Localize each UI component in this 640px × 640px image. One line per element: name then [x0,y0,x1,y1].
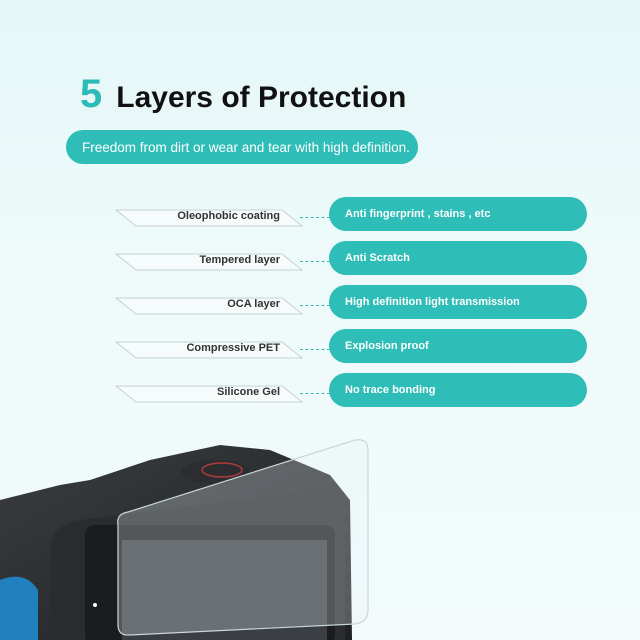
connector-line [300,393,330,394]
glass-layer-icon [114,341,304,359]
layer-row-oca: OCA layer [114,294,314,320]
layer-label: Oleophobic coating [177,210,280,222]
feature-text: Anti Scratch [345,252,410,264]
connector-line [300,349,330,350]
layer-label: Silicone Gel [217,386,280,398]
glass-layer-icon [114,297,304,315]
subtitle-text: Freedom from dirt or wear and tear with … [82,139,410,155]
feature-pill: Anti fingerprint , stains , etc [329,197,587,231]
glass-layer-icon [114,385,304,403]
layer-row-oleophobic: Oleophobic coating [114,206,314,232]
layer-label: Compressive PET [186,342,280,354]
layer-row-pet: Compressive PET [114,338,314,364]
layer-label: Tempered layer [199,254,280,266]
title-text: Layers of Protection [116,81,407,114]
action-camera-illustration [0,439,369,640]
connector-line [300,217,330,218]
feature-text: Anti fingerprint , stains , etc [345,208,491,220]
layer-count: 5 [80,72,103,116]
glass-layer-icon [114,253,304,271]
feature-pill: Anti Scratch [329,241,587,275]
feature-text: Explosion proof [345,340,429,352]
feature-pill: High definition light transmission [329,285,587,319]
page-title: 5 Layers of Protection [80,72,406,117]
layer-row-tempered: Tempered layer [114,250,314,276]
layer-row-silicone: Silicone Gel [114,382,314,408]
glass-layer-icon [114,209,304,227]
connector-line [300,261,330,262]
feature-pill: Explosion proof [329,329,587,363]
layer-label: OCA layer [227,298,280,310]
feature-text: High definition light transmission [345,296,520,308]
feature-pill: No trace bonding [329,373,587,407]
connector-line [300,305,330,306]
subtitle-banner: Freedom from dirt or wear and tear with … [66,130,418,164]
feature-text: No trace bonding [345,384,436,396]
